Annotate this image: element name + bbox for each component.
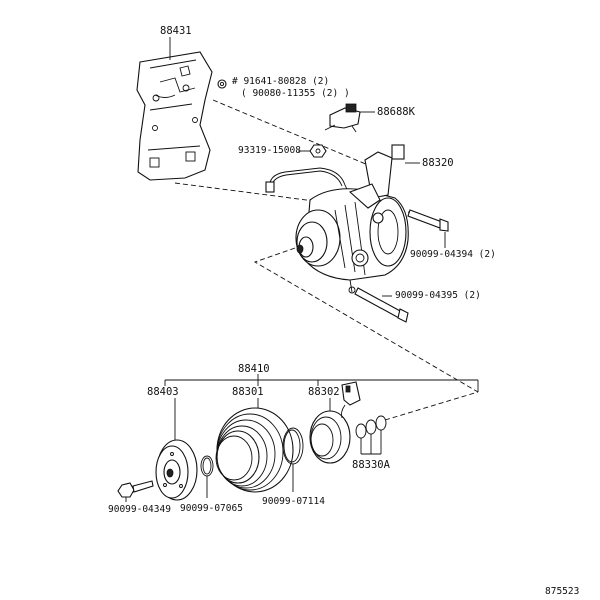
label-snap-ring: 90099-07114 (262, 496, 325, 507)
pulley-part (215, 407, 294, 493)
label-bolt-upper: 90099-04394 (2) (410, 249, 496, 260)
label-wire-clamp: 88688K (377, 106, 416, 118)
stator-part (309, 381, 361, 464)
shim-small-part (200, 455, 214, 477)
label-pulley: 88301 (232, 386, 264, 398)
compressor-part (265, 144, 409, 294)
figure-code: 875523 (545, 586, 579, 597)
bolt-lower-part (354, 287, 409, 323)
bolt-upper-part (407, 209, 449, 232)
label-shim-small: 90099-07065 (180, 503, 243, 514)
bracket-part (136, 51, 213, 181)
label-shims: 88330A (352, 459, 391, 471)
label-compressor: 88320 (422, 157, 454, 169)
label-bracket-bolt: # 91641-80828 (2) (232, 76, 329, 87)
label-hub-bolt: 90099-04349 (108, 504, 171, 515)
label-clutch-assembly: 88410 (238, 363, 270, 375)
nut-part (309, 144, 327, 158)
label-bolt-lower: 90099-04395 (2) (395, 290, 481, 301)
hub-bolt-part (117, 480, 154, 498)
bracket-bolt-part (217, 79, 227, 89)
wire-clamp-part (324, 103, 361, 133)
label-pressure-plate: 88403 (147, 386, 179, 398)
label-stator: 88302 (308, 386, 340, 398)
label-bracket: 88431 (160, 25, 192, 37)
pressure-plate-part (155, 439, 198, 501)
label-nut: 93319-15008 (238, 145, 301, 156)
label-bracket-bolt-alt: ( 90080-11355 (2) ) (241, 88, 350, 99)
